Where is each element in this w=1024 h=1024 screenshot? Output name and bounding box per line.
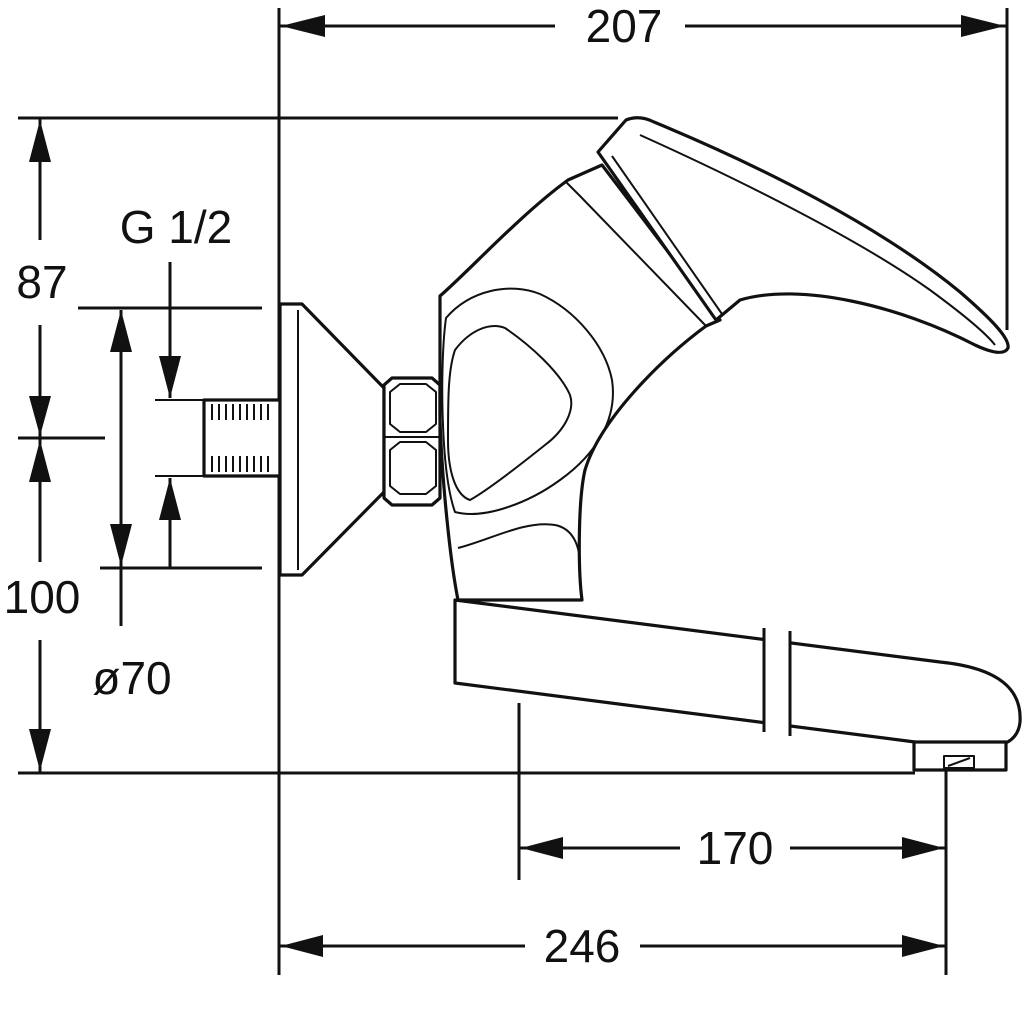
arrow-up	[110, 310, 132, 352]
wall-rosette	[278, 302, 386, 577]
dimension-246: 246	[279, 920, 946, 972]
arrow-right	[902, 837, 944, 859]
arrow-down	[159, 356, 181, 398]
spout	[453, 598, 1022, 772]
arrow-up	[29, 120, 51, 162]
dim-label-246: 246	[544, 920, 621, 972]
dim-label-thread: G 1/2	[120, 201, 233, 253]
dimension-diameter-70: ø70	[92, 310, 172, 704]
arrow-down	[110, 524, 132, 566]
arrow-right	[902, 935, 944, 957]
arrow-up	[159, 478, 181, 520]
arrow-left	[281, 935, 323, 957]
arrow-left	[281, 15, 325, 37]
dimension-207: 207	[279, 0, 1007, 52]
dim-label-170: 170	[697, 822, 774, 874]
arrow-right	[961, 15, 1005, 37]
hex-nut	[382, 376, 442, 507]
arrow-up	[29, 440, 51, 482]
dim-label-70: ø70	[92, 652, 171, 704]
dimension-100: 100	[4, 438, 81, 773]
dim-label-100: 100	[4, 571, 81, 623]
threaded-connector	[202, 398, 282, 478]
dim-label-87: 87	[16, 256, 67, 308]
dimension-170: 170	[519, 822, 946, 874]
dimension-87: 87	[16, 118, 68, 438]
arrow-down	[29, 396, 51, 436]
arrow-down	[29, 729, 51, 771]
dim-label-207: 207	[586, 0, 663, 52]
mixer-body	[438, 163, 722, 602]
lever-handle	[596, 116, 1010, 355]
arrow-left	[521, 837, 563, 859]
dimension-thread: G 1/2	[120, 201, 233, 568]
